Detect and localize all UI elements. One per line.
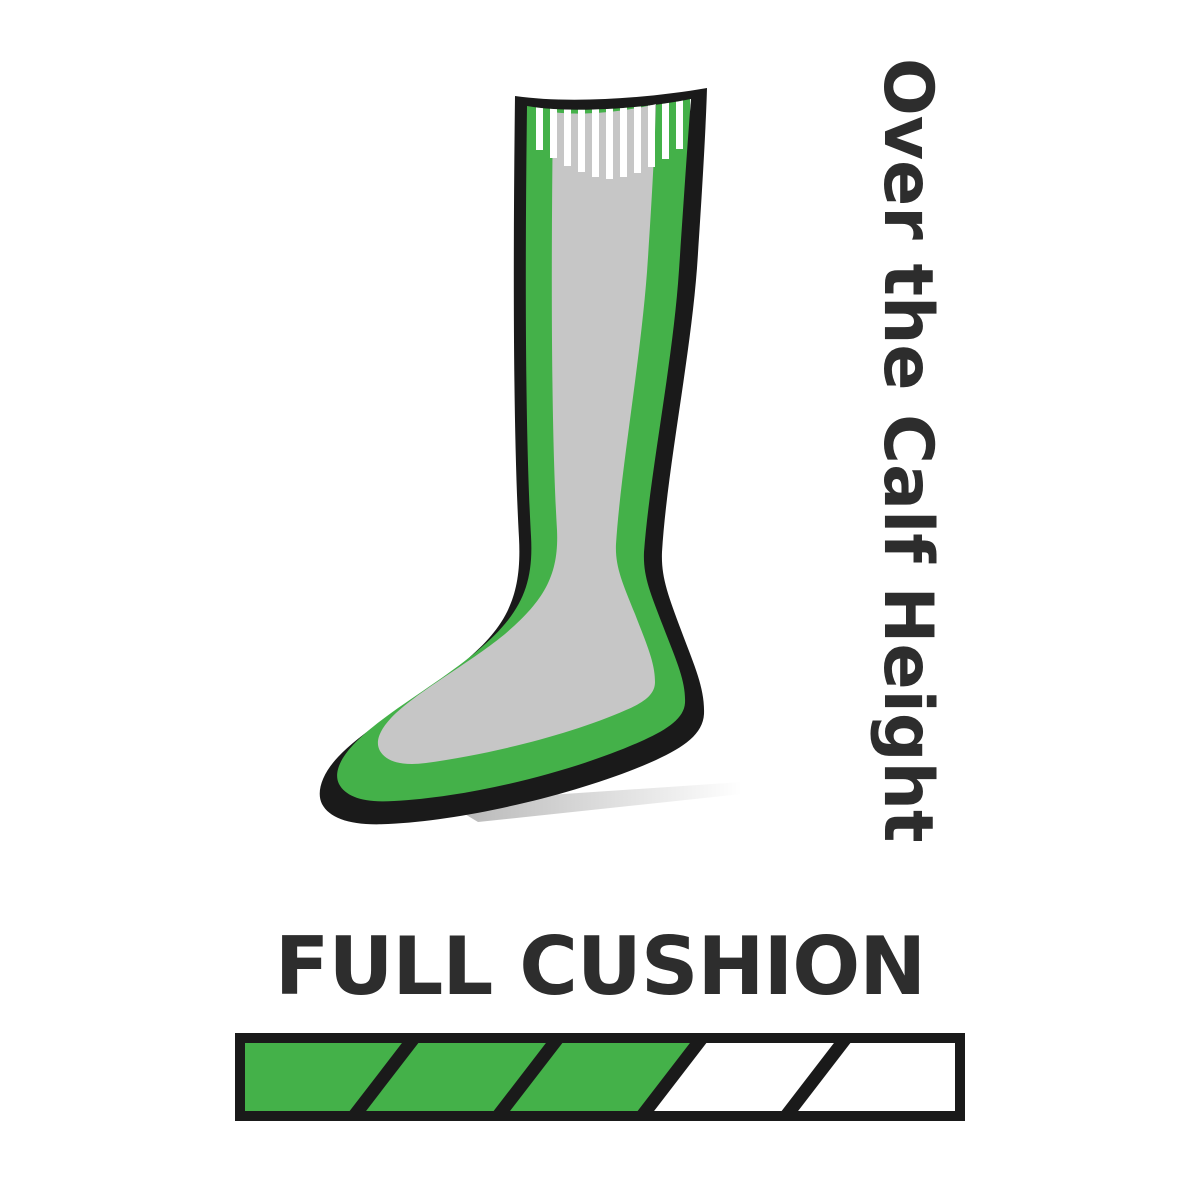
cuff-rib [536,99,543,150]
meter-divider [492,1034,564,1120]
cuff-rib [606,99,613,179]
meter-border [235,1033,965,1121]
meter-divider [348,1034,420,1120]
cushion-title: FULL CUSHION [274,920,926,1013]
cuff-rib [662,99,669,159]
cuff-rib [634,99,641,173]
ground-shadow-icon [445,782,742,822]
cuff-rib [578,99,585,172]
cuff-ribbing-icon [536,99,691,179]
cuff-rib [592,99,599,177]
cushion-meter [235,1033,965,1121]
meter-divider [780,1034,852,1120]
cuff-rib [564,99,571,166]
sock-inner-gray [377,104,656,764]
cuff-rib [620,99,627,177]
meter-fill [240,1038,702,1116]
cuff-rib [676,99,683,149]
cuff-rib [550,99,557,158]
height-label: Over the Calf Height [868,58,947,843]
meter-divider [636,1034,708,1120]
cuff-rib [648,99,655,167]
